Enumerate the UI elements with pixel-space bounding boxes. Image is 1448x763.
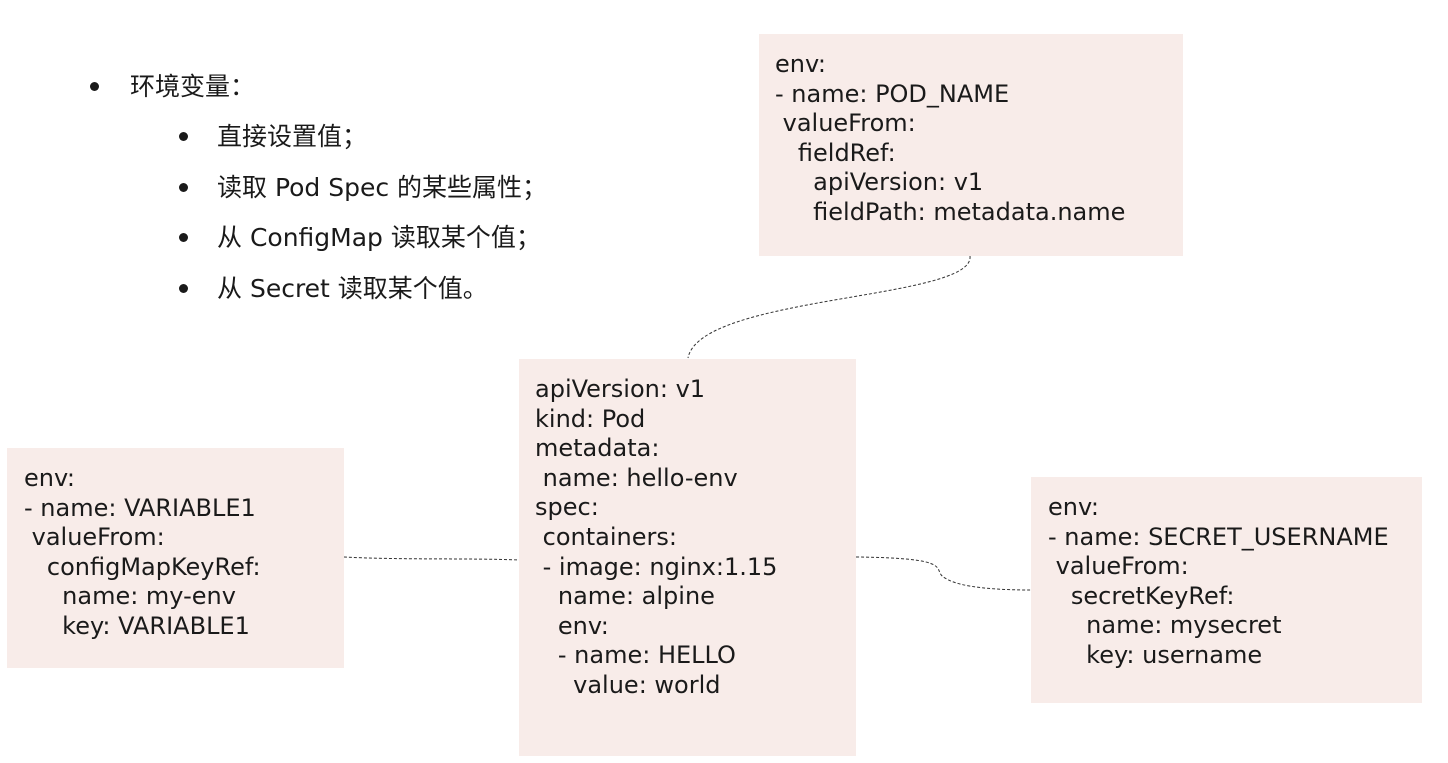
yaml-line: valueFrom:: [1048, 552, 1189, 581]
yaml-line: kind: Pod: [535, 404, 646, 433]
yaml-line: key: VARIABLE1: [24, 611, 250, 640]
yaml-line: name: mysecret: [1048, 611, 1282, 640]
bullet-dot-icon: [90, 82, 99, 91]
yaml-box-secret: env: - name: SECRET_USERNAME valueFrom: …: [1031, 477, 1422, 703]
bullet-dot-icon: [179, 183, 188, 192]
connector-right: [855, 556, 1032, 591]
yaml-line: - image: nginx:1.15: [535, 552, 778, 581]
yaml-line: name: alpine: [535, 582, 715, 611]
yaml-line: - name: SECRET_USERNAME: [1048, 522, 1389, 551]
yaml-line: env:: [1048, 493, 1099, 521]
yaml-line: spec:: [535, 493, 599, 522]
yaml-box-fieldref: env: - name: POD_NAME valueFrom: fieldRe…: [759, 34, 1183, 256]
yaml-line: configMapKeyRef:: [24, 552, 261, 581]
bullet-item-text: 读取 Pod Spec 的某些属性；: [217, 173, 548, 202]
yaml-line: - name: HELLO: [535, 641, 736, 670]
yaml-line: secretKeyRef:: [1048, 581, 1235, 610]
yaml-line: - name: VARIABLE1: [24, 493, 256, 522]
bullet-dot-icon: [179, 284, 188, 293]
yaml-line: valueFrom:: [775, 109, 916, 138]
connector-top: [687, 255, 971, 359]
connector-left: [343, 556, 520, 561]
bullet-main-text: 环境变量：: [130, 72, 256, 101]
yaml-line: value: world: [535, 670, 721, 699]
yaml-line: fieldPath: metadata.name: [775, 197, 1126, 226]
yaml-line: key: username: [1048, 640, 1263, 669]
yaml-line: containers:: [535, 522, 677, 551]
yaml-line: name: my-env: [24, 582, 236, 611]
yaml-box-configmap: env: - name: VARIABLE1 valueFrom: config…: [7, 448, 344, 668]
bullet-item-text: 从 ConfigMap 读取某个值；: [217, 223, 541, 252]
yaml-line: env:: [24, 464, 75, 492]
yaml-line: apiVersion: v1: [535, 375, 706, 403]
yaml-box-pod: apiVersion: v1 kind: Pod metadata: name:…: [519, 359, 856, 756]
yaml-line: metadata:: [535, 434, 660, 463]
yaml-line: apiVersion: v1: [775, 168, 984, 197]
yaml-line: - name: POD_NAME: [775, 79, 1010, 108]
yaml-line: valueFrom:: [24, 523, 165, 552]
bullet-item-text: 从 Secret 读取某个值。: [217, 274, 488, 303]
bullet-item-text: 直接设置值；: [217, 122, 368, 151]
yaml-line: fieldRef:: [775, 138, 896, 167]
yaml-line: env:: [535, 611, 609, 640]
yaml-line: name: hello-env: [535, 463, 738, 492]
bullet-dot-icon: [179, 233, 188, 242]
bullet-dot-icon: [179, 132, 188, 141]
yaml-line: env:: [775, 50, 826, 78]
